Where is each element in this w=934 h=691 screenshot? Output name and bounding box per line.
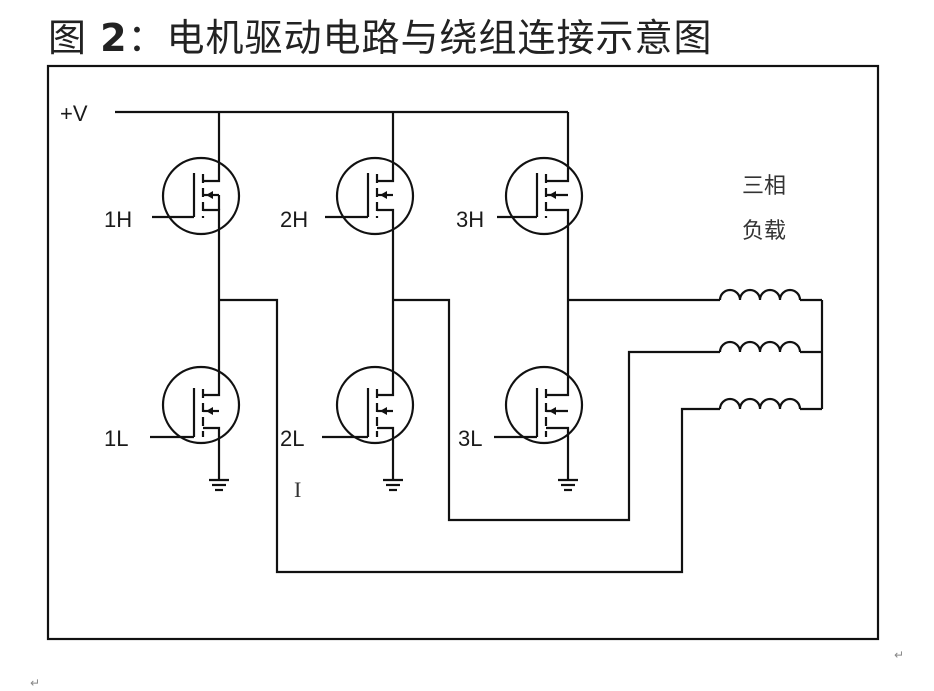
load-winding-1 [718, 288, 822, 302]
text-cursor-icon: I [294, 477, 301, 502]
figure-title-text: ：电机驱动电路与绕组连接示意图 [127, 16, 713, 60]
gate-label-2l: 2L [280, 426, 304, 451]
figure-title-prefix: 图 [48, 16, 101, 60]
mosfet-3l [494, 365, 584, 445]
load-winding-3 [718, 397, 822, 411]
mosfet-1h [152, 112, 241, 236]
paragraph-mark-icon: ↵ [894, 648, 905, 662]
load-label-line2: 负载 [742, 219, 786, 244]
mosfet-1l [150, 365, 241, 445]
mosfet-2l [322, 365, 415, 445]
phase-1-wire [219, 298, 720, 574]
supply-label: +V [60, 101, 88, 126]
load-label-line1: 三相 [742, 174, 786, 199]
mosfet-2h [325, 112, 415, 236]
ground-icon-2 [383, 440, 403, 492]
phase-2-wire [393, 298, 720, 522]
gate-label-1h: 1H [104, 207, 132, 232]
diagram-frame [46, 64, 880, 641]
ground-icon-1 [209, 440, 229, 492]
load-winding-2 [718, 340, 822, 354]
paragraph-mark-icon-2: ↵ [30, 676, 41, 690]
gate-label-2h: 2H [280, 207, 308, 232]
figure-title: 图 2：电机驱动电路与绕组连接示意图 [48, 14, 713, 62]
gate-label-3h: 3H [456, 207, 484, 232]
mosfet-3h [497, 112, 584, 236]
figure-number: 2 [100, 16, 128, 60]
gate-label-3l: 3L [458, 426, 482, 451]
ground-icon-3 [558, 440, 578, 492]
gate-label-1l: 1L [104, 426, 128, 451]
